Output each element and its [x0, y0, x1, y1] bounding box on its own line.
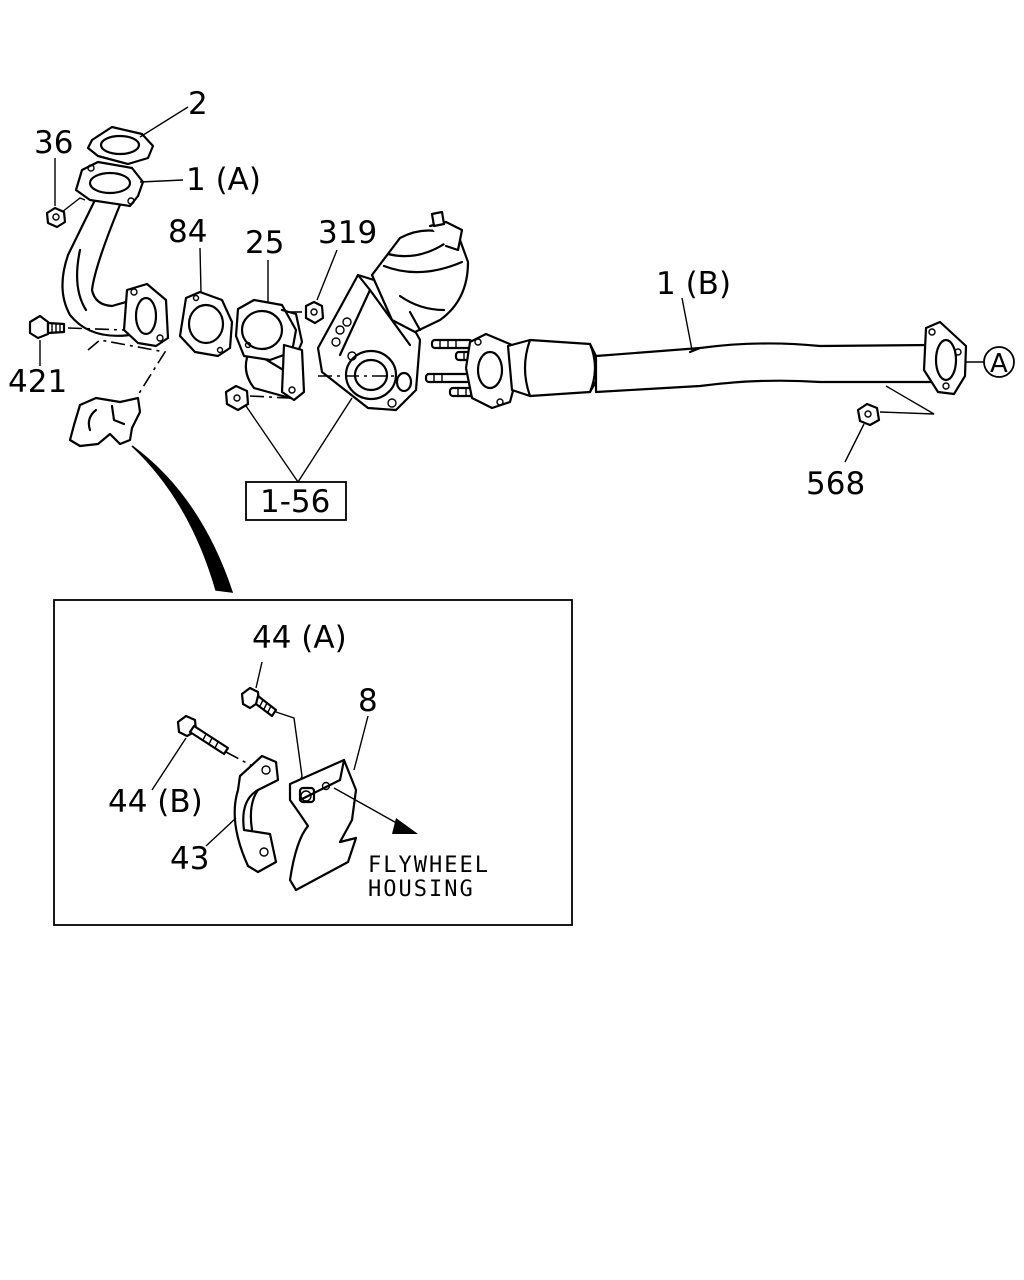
part-25-joint-pipe[interactable]	[234, 298, 306, 402]
detail-arrow	[131, 445, 234, 593]
callout-8: 8	[358, 683, 378, 719]
leader-1-56-b	[297, 397, 353, 483]
leader-8	[353, 715, 369, 771]
arrow-flywheel-line	[333, 787, 403, 827]
centerline-421	[67, 327, 125, 331]
callout-a: A	[990, 349, 1008, 379]
part-36-nut[interactable]	[45, 206, 67, 229]
centerline-nut	[249, 395, 289, 399]
callout-1a: 1 (A)	[186, 162, 261, 198]
callout-568: 568	[806, 466, 865, 502]
callout-1-56: 1-56	[260, 484, 330, 520]
callout-44b: 44 (B)	[108, 784, 203, 820]
group-box-1-56	[245, 481, 347, 521]
leader-1a	[139, 179, 184, 183]
callout-2: 2	[188, 86, 208, 122]
leader-568-stud	[879, 385, 935, 415]
callout-44a: 44 (A)	[252, 620, 347, 656]
leader-1-56-a	[245, 405, 299, 483]
detail-view-frame	[53, 599, 573, 926]
part-43-clamp[interactable]	[233, 754, 280, 874]
leader-568	[844, 423, 865, 463]
callout-421: 421	[8, 364, 67, 400]
callout-36: 36	[34, 125, 73, 161]
part-2-gasket[interactable]	[86, 125, 155, 166]
part-84-gasket[interactable]	[178, 290, 234, 358]
leader-36-stud	[61, 197, 86, 213]
part-319-nut[interactable]	[304, 300, 325, 325]
part-421-bolt[interactable]	[28, 314, 66, 340]
leader-319	[316, 249, 338, 301]
leader-43	[205, 817, 237, 847]
part-1a-front-pipe[interactable]	[61, 160, 170, 348]
part-568-nut[interactable]	[856, 402, 881, 427]
callout-319: 319	[318, 215, 377, 251]
exhaust-brake-valve[interactable]	[316, 210, 470, 412]
centerline-bracket	[87, 339, 167, 396]
part-1b-rear-pipe[interactable]	[464, 320, 968, 410]
leader-44b	[151, 737, 187, 791]
leader-44a-path	[275, 711, 303, 783]
leader-84	[199, 247, 202, 293]
arrow-flywheel-head	[392, 818, 418, 834]
part-44a-bolt[interactable]	[240, 686, 278, 718]
part-8-bracket[interactable]	[288, 758, 358, 892]
callout-43: 43	[170, 841, 209, 877]
note-housing: HOUSING	[368, 877, 475, 902]
leader-44a	[255, 661, 263, 689]
callout-25: 25	[245, 225, 284, 261]
reference-a-circle	[983, 346, 1015, 378]
callout-84: 84	[168, 214, 207, 250]
part-1-56-nut[interactable]	[224, 384, 250, 412]
leader-1b	[681, 297, 693, 351]
note-flywheel: FLYWHEEL	[368, 853, 490, 878]
callout-1b: 1 (B)	[656, 266, 731, 302]
bracket-assembly-small[interactable]	[68, 396, 142, 448]
leader-2	[139, 106, 189, 138]
part-44b-bolt[interactable]	[176, 714, 230, 756]
